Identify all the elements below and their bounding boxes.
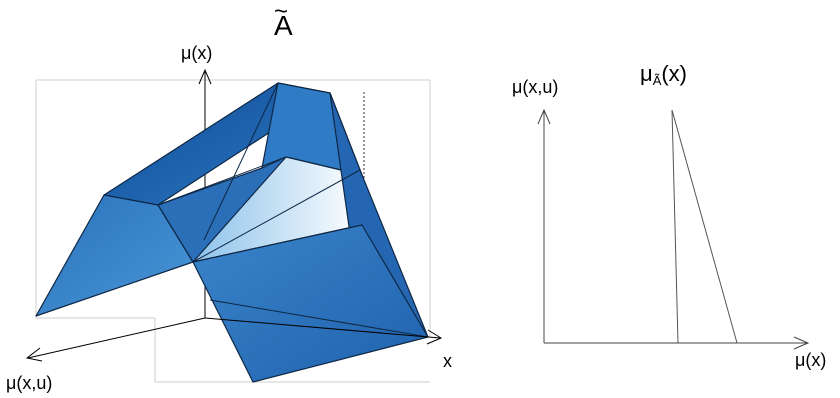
left-depth-axis-label: μ(x,u)	[6, 373, 53, 393]
mu-x-axis-arrow	[198, 68, 212, 85]
right-vertical-axis-label: μ(x,u)	[512, 77, 559, 97]
x-axis-arrow	[426, 329, 443, 345]
secondary-mf-right-edge	[671, 109, 738, 344]
secondary-mf-label: μÃ(x)	[640, 61, 688, 88]
right-vertical-axis-arrow	[537, 108, 551, 125]
surface-creases	[157, 82, 429, 338]
title-a-tilde-accent: ~	[274, 0, 289, 25]
right-horizontal-axis-label: μ(x)	[795, 350, 827, 370]
secondary-mf-label-prefix: μ	[640, 61, 653, 86]
left-x-axis-label: x	[443, 351, 452, 371]
mu-xu-axis-arrow	[25, 347, 43, 362]
right-horizontal-axis-arrow	[793, 336, 810, 350]
secondary-mf-label-suffix: (x)	[661, 61, 688, 86]
secondary-mf-left-edge	[671, 109, 679, 344]
secondary-mf-label-sub: Ã	[652, 73, 662, 88]
type2-fuzzy-surface	[35, 82, 429, 383]
title-a-tilde: A	[274, 10, 293, 41]
mu-xu-axis	[27, 317, 206, 359]
bounding-box	[35, 79, 431, 383]
left-vertical-axis-label: μ(x)	[181, 43, 213, 63]
x-axis	[204, 317, 441, 339]
